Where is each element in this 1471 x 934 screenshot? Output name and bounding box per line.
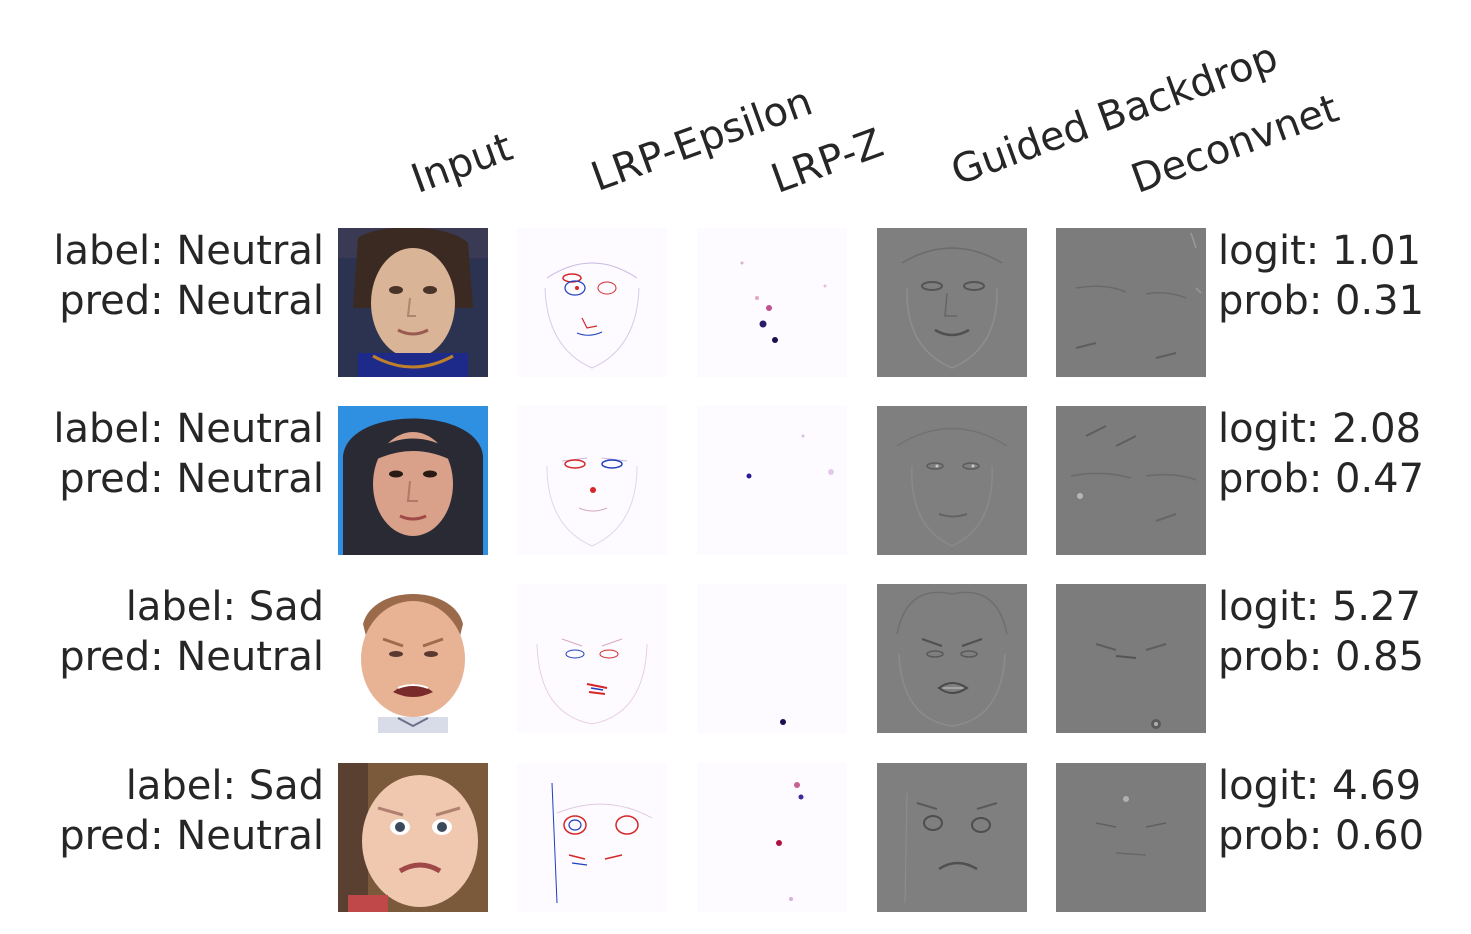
column-header-input: Input — [405, 124, 519, 203]
lrp-epsilon-map-4 — [517, 763, 667, 912]
probability-value: prob: 0.31 — [1218, 278, 1425, 324]
logit-value: logit: 2.08 — [1218, 406, 1422, 452]
row-stat-4: logit: 4.69 prob: 0.60 — [1218, 761, 1424, 861]
saliency-map-icon — [1056, 584, 1206, 733]
predicted-label: pred: Neutral — [59, 813, 324, 859]
crying-baby-photo-icon — [338, 584, 488, 733]
lrp-epsilon-map-2 — [517, 406, 667, 555]
guided-backprop-map-4 — [877, 763, 1027, 912]
input-image-3 — [338, 584, 488, 733]
input-image-1 — [338, 228, 488, 377]
column-header-lrp-z: LRP-Z — [765, 120, 890, 203]
input-image-2 — [338, 406, 488, 555]
guided-backprop-map-3 — [877, 584, 1027, 733]
true-label: label: Sad — [125, 584, 324, 630]
deconvnet-map-4 — [1056, 763, 1206, 912]
true-label: label: Sad — [125, 763, 324, 809]
deconvnet-map-2 — [1056, 406, 1206, 555]
lrp-z-map-4 — [697, 763, 847, 912]
probability-value: prob: 0.60 — [1218, 813, 1425, 859]
saliency-map-icon — [1056, 406, 1206, 555]
deconvnet-map-3 — [1056, 584, 1206, 733]
input-image-4 — [338, 763, 488, 912]
saliency-map-icon — [877, 406, 1027, 555]
sad-baby-photo-icon — [338, 763, 488, 912]
row-label-2: label: Neutral pred: Neutral — [0, 404, 324, 504]
lrp-z-map-3 — [697, 584, 847, 733]
deconvnet-map-1 — [1056, 228, 1206, 377]
row-label-4: label: Sad pred: Neutral — [0, 761, 324, 861]
lrp-epsilon-map-1 — [517, 228, 667, 377]
true-label: label: Neutral — [53, 228, 324, 274]
predicted-label: pred: Neutral — [59, 634, 324, 680]
saliency-map-icon — [877, 584, 1027, 733]
heatmap-icon — [517, 228, 667, 377]
row-label-1: label: Neutral pred: Neutral — [0, 226, 324, 326]
row-label-3: label: Sad pred: Neutral — [0, 582, 324, 682]
logit-value: logit: 5.27 — [1218, 584, 1422, 630]
woman-portrait-blue-background-icon — [338, 406, 488, 555]
saliency-map-icon — [877, 228, 1027, 377]
lrp-z-map-1 — [697, 228, 847, 377]
guided-backprop-map-2 — [877, 406, 1027, 555]
heatmap-icon — [697, 228, 847, 377]
heatmap-icon — [517, 406, 667, 555]
saliency-map-icon — [877, 763, 1027, 912]
probability-value: prob: 0.85 — [1218, 634, 1425, 680]
heatmap-icon — [697, 763, 847, 912]
lrp-epsilon-map-3 — [517, 584, 667, 733]
heatmap-icon — [697, 584, 847, 733]
row-stat-1: logit: 1.01 prob: 0.31 — [1218, 226, 1424, 326]
predicted-label: pred: Neutral — [59, 456, 324, 502]
logit-value: logit: 4.69 — [1218, 763, 1422, 809]
lrp-z-map-2 — [697, 406, 847, 555]
heatmap-icon — [517, 584, 667, 733]
saliency-map-icon — [1056, 228, 1206, 377]
logit-value: logit: 1.01 — [1218, 228, 1422, 274]
probability-value: prob: 0.47 — [1218, 456, 1425, 502]
guided-backprop-map-1 — [877, 228, 1027, 377]
row-stat-2: logit: 2.08 prob: 0.47 — [1218, 404, 1424, 504]
row-stat-3: logit: 5.27 prob: 0.85 — [1218, 582, 1424, 682]
predicted-label: pred: Neutral — [59, 278, 324, 324]
woman-face-photo-icon — [338, 228, 488, 377]
true-label: label: Neutral — [53, 406, 324, 452]
heatmap-icon — [697, 406, 847, 555]
saliency-map-icon — [1056, 763, 1206, 912]
heatmap-icon — [517, 763, 667, 912]
